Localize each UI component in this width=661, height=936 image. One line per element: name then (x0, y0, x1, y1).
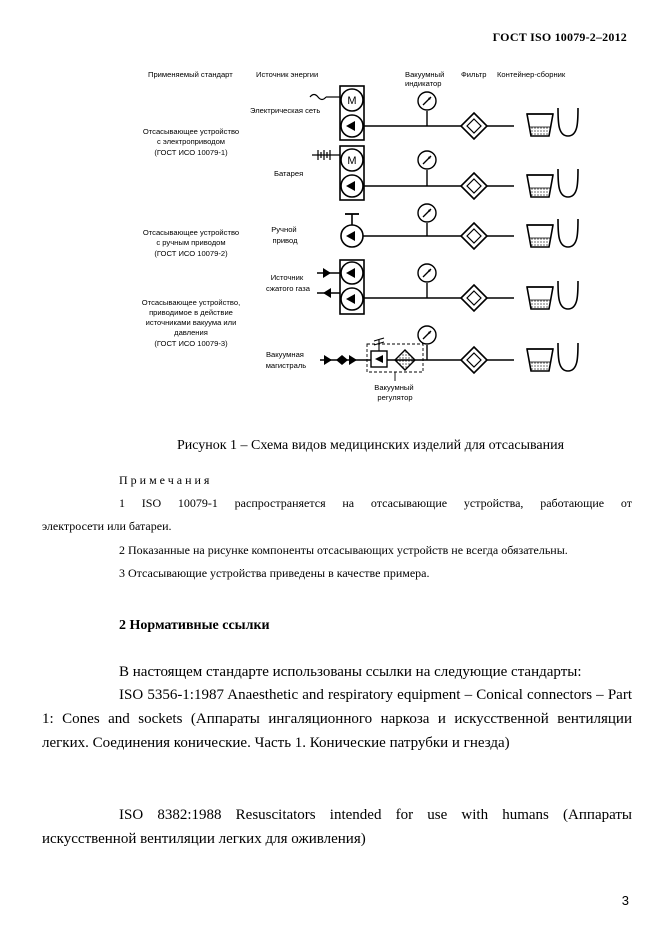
source-label-mains: Электрическая сеть (250, 106, 320, 115)
container-icon (526, 218, 579, 248)
filter-icon (460, 112, 488, 140)
svg-text:М: М (347, 95, 356, 107)
standard-label-vacuum: Отсасывающее устройство, приводимое в де… (142, 298, 240, 348)
vacuum-gauge-icon (417, 150, 437, 170)
svg-text:давления: давления (174, 328, 208, 337)
vacuum-gauge-icon (417, 325, 437, 345)
container-icon (526, 342, 579, 372)
row-electric-mains: М (309, 85, 579, 141)
svg-text:с электроприводом: с электроприводом (157, 137, 225, 146)
note-1: 1 ISO 10079-1 распространяется на отсасы… (119, 496, 632, 510)
note-2: 2 Показанные на рисунке компоненты отсас… (119, 543, 568, 557)
svg-text:М: М (347, 155, 356, 167)
svg-text:(ГОСТ ИСО 10079-3): (ГОСТ ИСО 10079-3) (154, 339, 228, 348)
svg-text:Отсасывающее устройство: Отсасывающее устройство (143, 228, 239, 237)
row-manual (340, 203, 579, 250)
svg-text:(ГОСТ ИСО 10079-2): (ГОСТ ИСО 10079-2) (154, 249, 228, 258)
col-header-vacuum-2: индикатор (405, 79, 442, 88)
notes-title: Примечания (119, 473, 213, 487)
page-number: 3 (621, 893, 629, 908)
col-header-filter: Фильтр (461, 70, 487, 79)
row-vacuum-pipeline (320, 325, 579, 381)
filter-icon (460, 172, 488, 200)
vacuum-gauge-icon (417, 263, 437, 283)
filter-icon (460, 284, 488, 312)
row-compressed-gas (317, 259, 579, 315)
svg-text:с ручным приводом: с ручным приводом (156, 238, 225, 247)
col-header-standard: Применяемый стандарт (148, 70, 233, 79)
col-header-container: Контейнер-сборник (497, 70, 566, 79)
source-label-gas: Источник сжатого газа (266, 273, 311, 293)
regulator-label: Вакуумный регулятор (374, 383, 415, 402)
svg-text:Отсасывающее устройство,: Отсасывающее устройство, (142, 298, 240, 307)
standard-label-electric: Отсасывающее устройство с электроприводо… (143, 127, 239, 157)
document-header: ГОСТ ISO 10079-2–2012 (492, 30, 627, 44)
figure-caption: Рисунок 1 – Схема видов медицинских изде… (176, 438, 565, 453)
svg-text:Отсасывающее устройство: Отсасывающее устройство (143, 127, 239, 136)
source-label-pipeline: Вакуумная магистраль (266, 350, 307, 370)
container-icon (526, 168, 579, 198)
source-label-battery: Батарея (274, 169, 303, 178)
container-icon (526, 280, 579, 310)
note-1-continuation: электросети или батареи. (42, 519, 172, 533)
filter-icon (460, 222, 488, 250)
container-icon (526, 107, 579, 137)
svg-text:источниками вакуума или: источниками вакуума или (146, 318, 237, 327)
reference-iso-8382: ISO 8382:1988 Resuscitators intended for… (42, 807, 632, 847)
standard-label-manual: Отсасывающее устройство с ручным приводо… (143, 228, 239, 258)
vacuum-gauge-icon (417, 203, 437, 223)
col-header-vacuum: Вакуумный (405, 70, 444, 79)
source-label-manual: Ручной привод (271, 225, 299, 245)
note-3: 3 Отсасывающие устройства приведены в ка… (119, 566, 430, 580)
vacuum-gauge-icon (417, 91, 437, 111)
svg-text:(ГОСТ ИСО 10079-1): (ГОСТ ИСО 10079-1) (154, 148, 228, 157)
suction-devices-diagram: Применяемый стандарт Источник энергии Ва… (142, 70, 579, 402)
intro-paragraph: В настоящем стандарте использованы ссылк… (119, 664, 582, 680)
section-title: 2 Нормативные ссылки (119, 618, 270, 633)
reference-iso-5356: ISO 5356-1:1987 Anaesthetic and respirat… (42, 687, 632, 751)
svg-text:приводимое в действие: приводимое в действие (149, 308, 233, 317)
col-header-energy: Источник энергии (256, 70, 318, 79)
row-battery: М (312, 145, 579, 201)
filter-icon (460, 346, 488, 374)
